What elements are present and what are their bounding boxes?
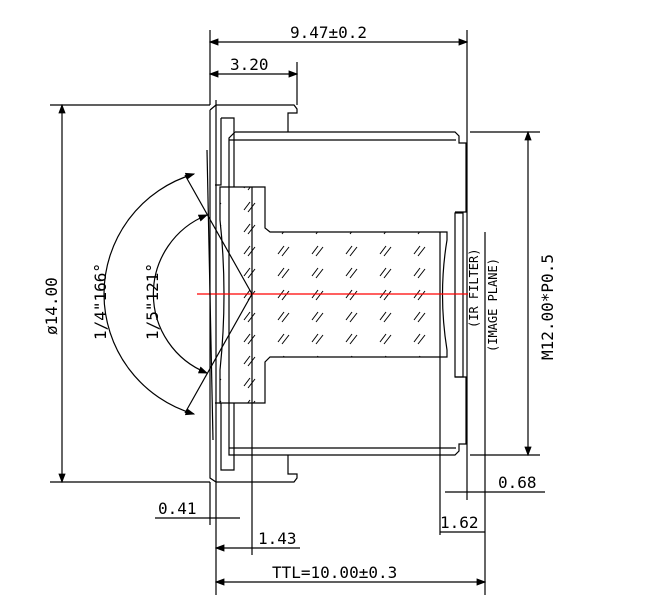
fov-rays	[103, 149, 253, 441]
dim-041: 0.41	[158, 499, 197, 518]
fov-quarter-label: 1/4"166°	[91, 263, 110, 340]
ir-filter-label: (IR FILTER)	[467, 249, 481, 328]
fov-fifth-label: 1/5"121°	[143, 263, 162, 340]
outer-diameter-dim: ø14.00	[42, 277, 61, 335]
image-plane-label: (IMAGE PLANE)	[486, 258, 500, 352]
lens-housing	[209, 100, 467, 485]
dim-143: 1.43	[258, 529, 297, 548]
lens-glass	[219, 186, 448, 535]
dim-162: 1.62	[440, 513, 479, 532]
thread-dim: M12.00*P0.5	[538, 254, 557, 360]
ttl-dim: TTL=10.00±0.3	[272, 563, 397, 582]
ir-filter	[454, 212, 464, 378]
overall-length-dim: 9.47±0.2	[290, 23, 367, 42]
dim-068: 0.68	[498, 473, 537, 492]
flange-length-dim: 3.20	[230, 55, 269, 74]
